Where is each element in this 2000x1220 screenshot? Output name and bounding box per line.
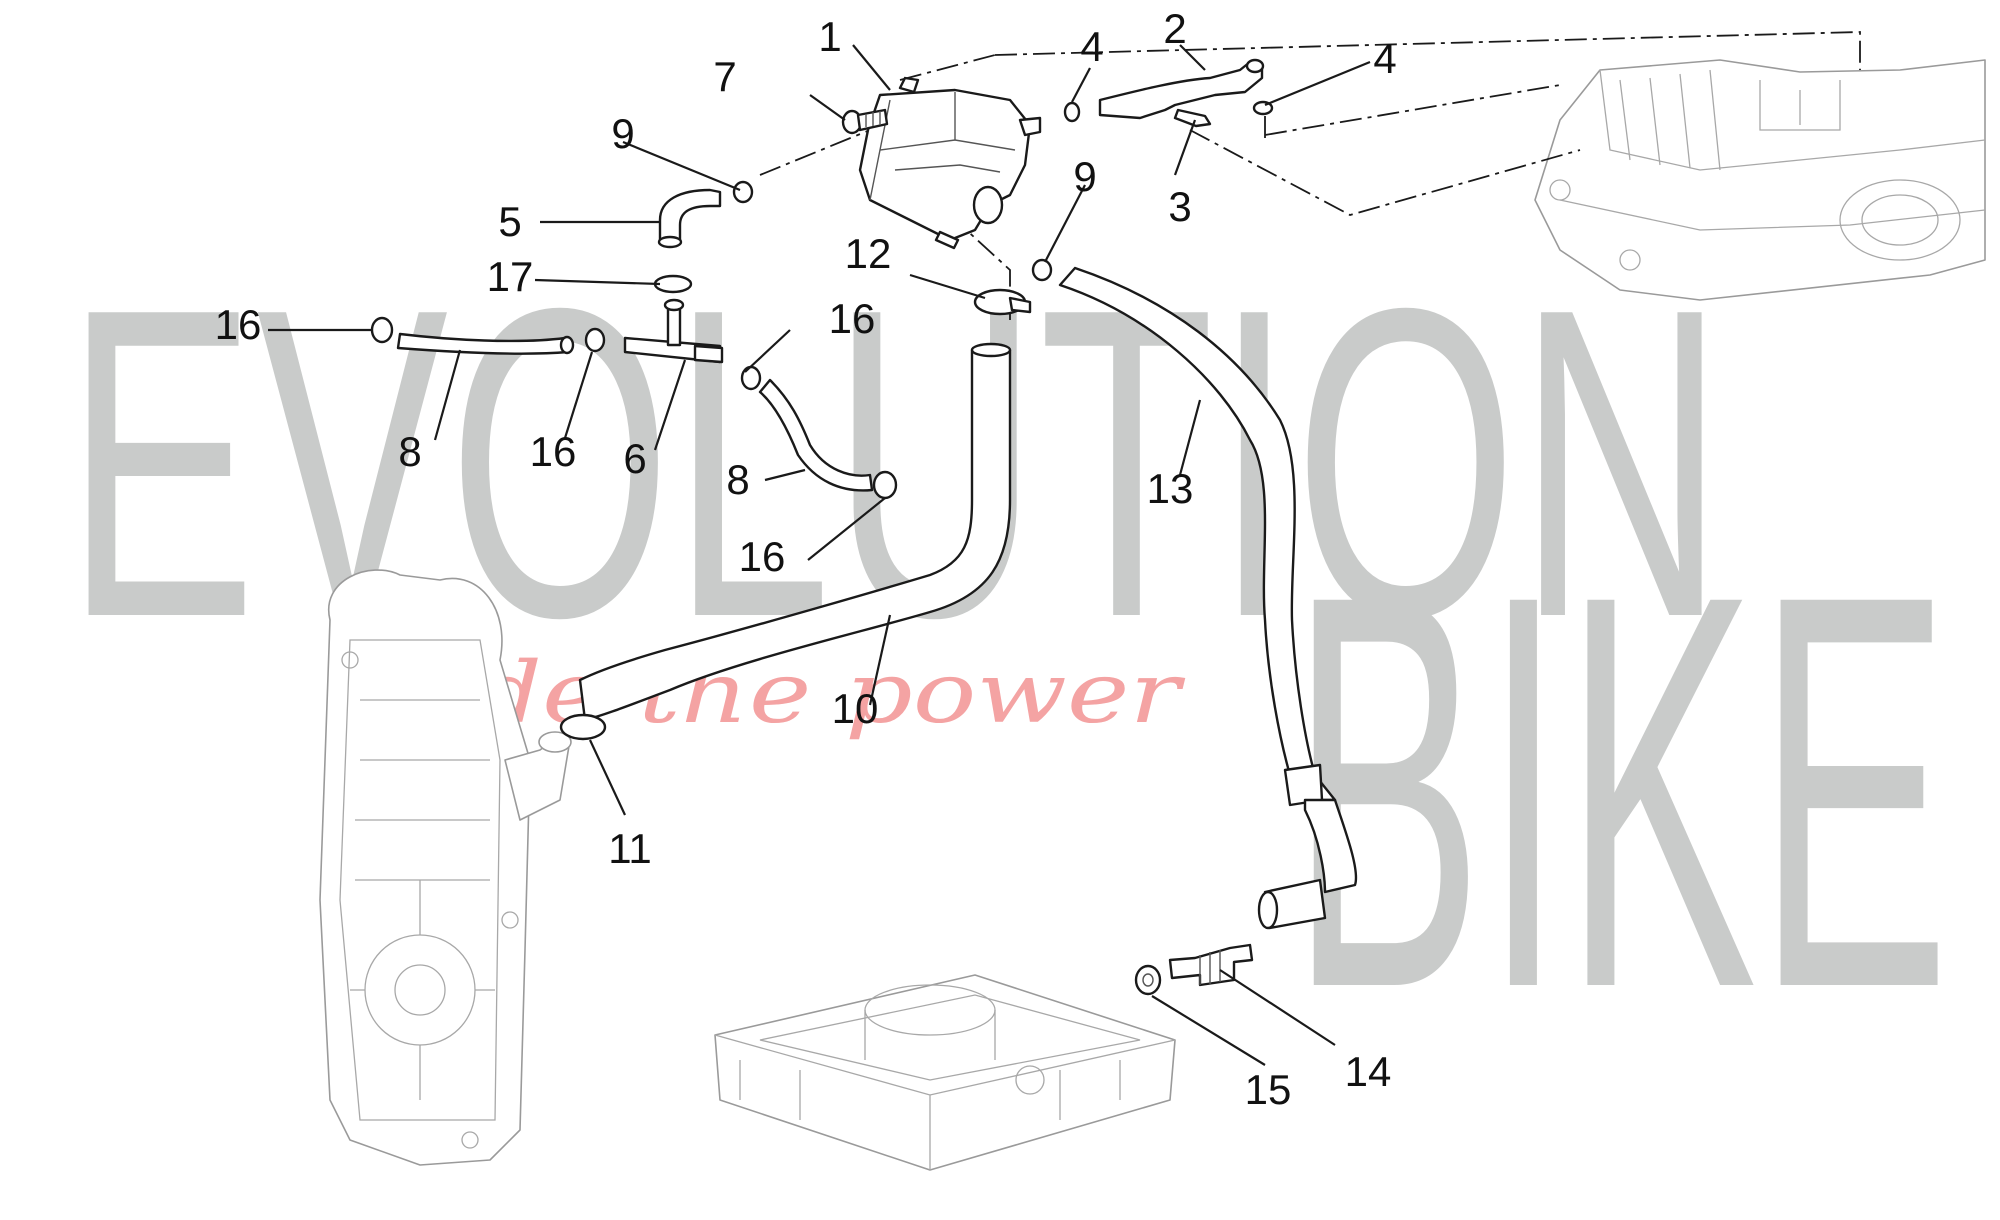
callout-5: 5 (498, 198, 521, 245)
callout-2: 2 (1163, 5, 1186, 52)
hose-clip-3 (1173, 108, 1212, 128)
callout-14: 14 (1345, 1048, 1392, 1095)
clamp-17 (653, 274, 693, 294)
clamp-16c (740, 365, 762, 391)
callout-4a: 4 (1080, 23, 1103, 70)
callout-16b: 16 (530, 428, 577, 475)
callout-6: 6 (623, 435, 646, 482)
reference-lines (759, 31, 1861, 320)
union-14 (1168, 943, 1254, 987)
callout-8b: 8 (726, 456, 749, 503)
callout-17: 17 (487, 253, 534, 300)
breather-pipe-2 (1098, 58, 1265, 120)
airbox-assembly (1534, 59, 1986, 301)
hose-13 (1058, 266, 1358, 930)
callout-10: 10 (832, 685, 879, 732)
callout-15: 15 (1245, 1066, 1292, 1113)
washer-15 (1134, 964, 1162, 996)
clamp-16a (370, 316, 394, 344)
timing-cover (319, 569, 572, 1166)
callout-11: 11 (608, 825, 652, 872)
hose-8-right (758, 378, 874, 492)
callout-9b: 9 (1073, 153, 1096, 200)
callout-13: 13 (1147, 465, 1194, 512)
oil-sump (714, 974, 1176, 1171)
callout-4b: 4 (1373, 35, 1396, 82)
leader-lines (268, 44, 1371, 1066)
t-fitting-6 (623, 298, 724, 364)
callout-3: 3 (1168, 183, 1191, 230)
elbow-hose-5 (657, 188, 722, 249)
callout-12: 12 (845, 230, 892, 277)
clamp-16b (584, 327, 606, 353)
callout-1: 1 (818, 13, 841, 60)
watermark-word-bottom: BIKE (1290, 478, 1950, 1104)
callout-7: 7 (713, 53, 736, 100)
clamp-11 (559, 713, 607, 741)
clamp-4a (1063, 101, 1081, 123)
callouts: 1 2 3 4 4 5 6 7 8 8 9 9 10 11 12 13 14 1… (215, 5, 1397, 1113)
callout-8a: 8 (398, 428, 421, 475)
callout-9a: 9 (611, 110, 634, 157)
watermark-tagline: ride the power (390, 644, 1186, 742)
callout-16a: 16 (215, 301, 262, 348)
clamp-9b (1031, 258, 1053, 282)
clamp-16d (872, 470, 898, 500)
bolt (841, 108, 889, 135)
clamp-9a (732, 180, 754, 204)
hose-clamp-12 (973, 288, 1032, 316)
callout-16c: 16 (829, 295, 876, 342)
hose-8-left (396, 332, 575, 355)
callout-16d: 16 (739, 533, 786, 580)
